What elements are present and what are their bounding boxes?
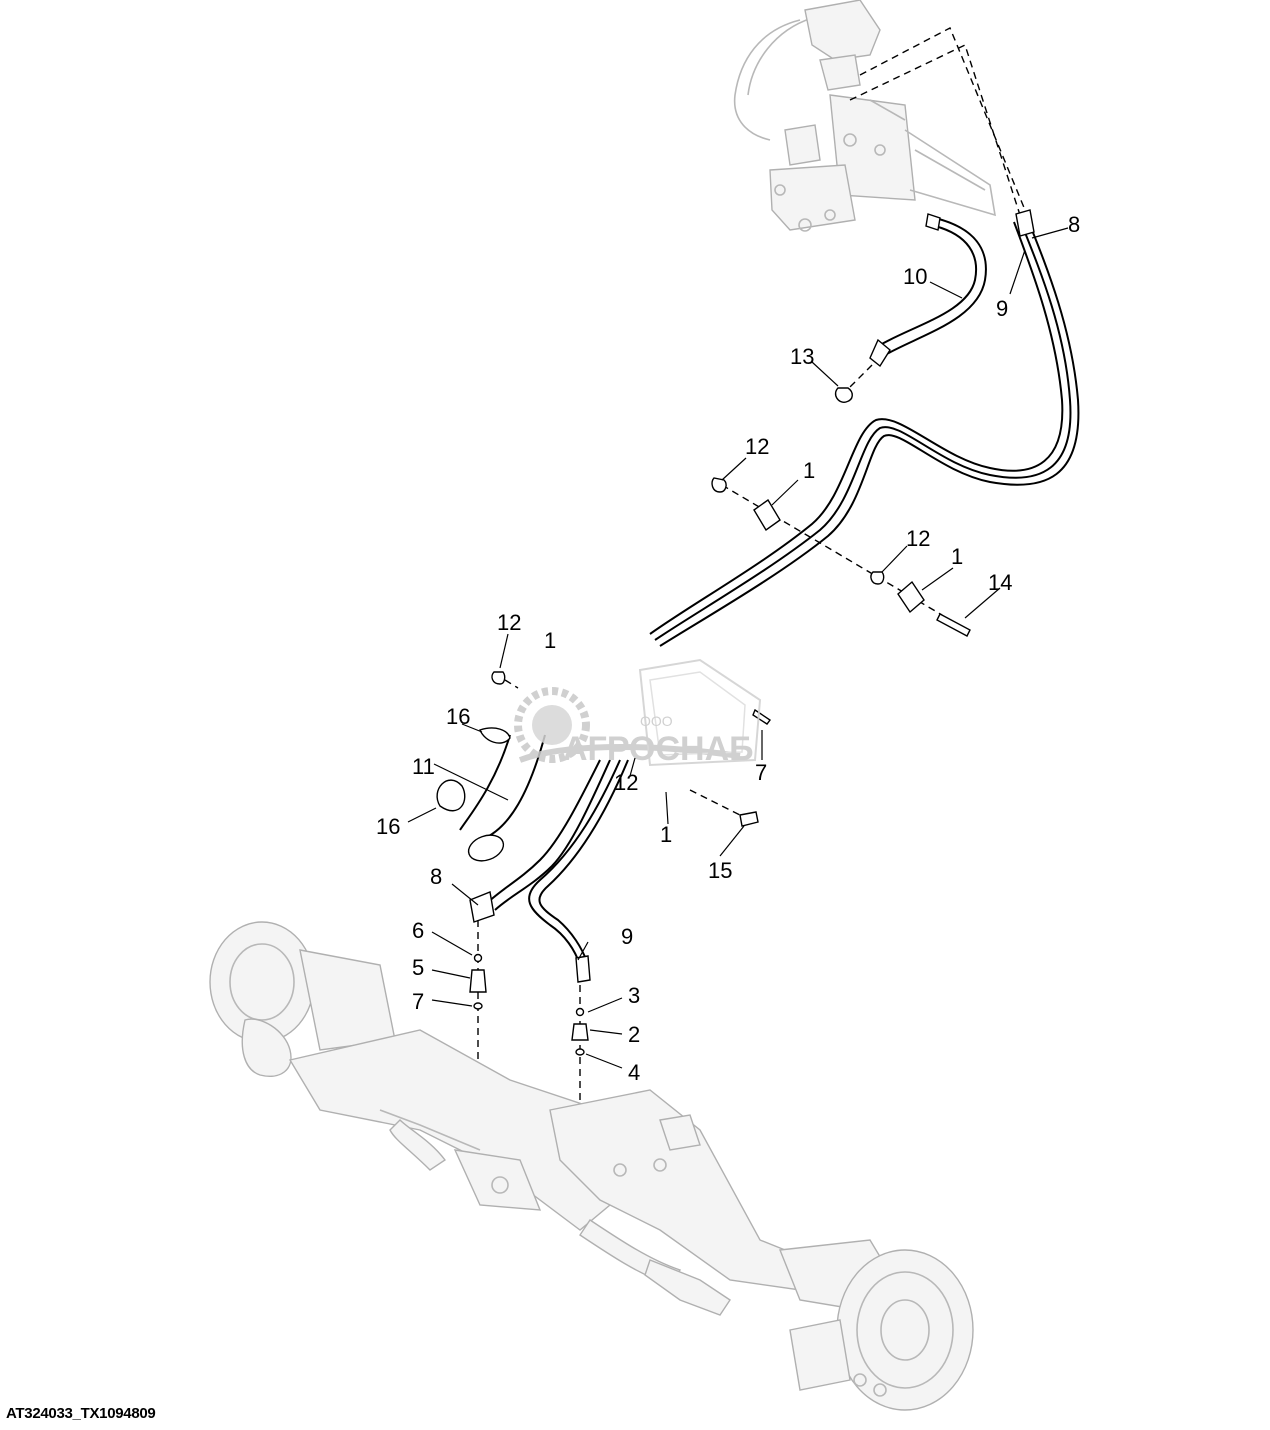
strap-16 (436, 727, 511, 812)
callout-7-lower: 7 (412, 989, 424, 1014)
watermark-name: АГРОСНАБ (563, 730, 754, 768)
callout-labels: 8 9 10 13 12 1 12 1 14 12 1 16 11 16 7 1… (376, 212, 1080, 1085)
callout-14: 14 (988, 570, 1012, 595)
hose-bundle-lower (469, 759, 629, 983)
callout-10: 10 (903, 264, 927, 289)
callout-12-b: 12 (906, 526, 930, 551)
callout-11: 11 (412, 754, 435, 779)
fittings-right (571, 985, 589, 1215)
routing-dash-upper (859, 27, 1026, 211)
callout-16-b: 16 (376, 814, 400, 839)
callout-5: 5 (412, 955, 424, 980)
callout-8-lower: 8 (430, 864, 442, 889)
callout-1-b: 1 (951, 544, 963, 569)
clamp-set-upper (711, 477, 971, 637)
callout-1-c: 1 (544, 628, 556, 653)
figure-code: AT324033_TX1094809 (6, 1405, 156, 1422)
callout-2: 2 (628, 1022, 640, 1047)
clamp-set-lower (491, 671, 772, 827)
callout-12-c: 12 (497, 610, 521, 635)
callout-16-a: 16 (446, 704, 470, 729)
steering-valve-ghost (733, 0, 996, 232)
callout-15: 15 (708, 858, 732, 883)
callout-8-upper: 8 (1068, 212, 1080, 237)
leader-lines (407, 227, 1069, 1069)
routing-dash-lower (849, 44, 1021, 216)
callout-9-upper: 9 (996, 296, 1008, 321)
callout-12-a: 12 (745, 434, 769, 459)
front-axle-ghost (209, 921, 974, 1411)
watermark: ООО АГРОСНАБ (514, 658, 762, 768)
callout-6: 6 (412, 918, 424, 943)
hose-10 (834, 213, 987, 403)
callout-7-upper: 7 (755, 760, 767, 785)
callout-12-d: 12 (614, 770, 638, 795)
callout-4: 4 (628, 1060, 640, 1085)
callout-3: 3 (628, 983, 640, 1008)
callout-13: 13 (790, 344, 814, 369)
callout-1-d: 1 (660, 822, 672, 847)
fittings-left (469, 920, 487, 1160)
watermark-prefix: ООО (640, 713, 673, 729)
callout-9-lower: 9 (621, 924, 633, 949)
hose-11 (459, 734, 546, 862)
hose-pair-long (649, 209, 1080, 647)
callout-1-a: 1 (803, 458, 815, 483)
